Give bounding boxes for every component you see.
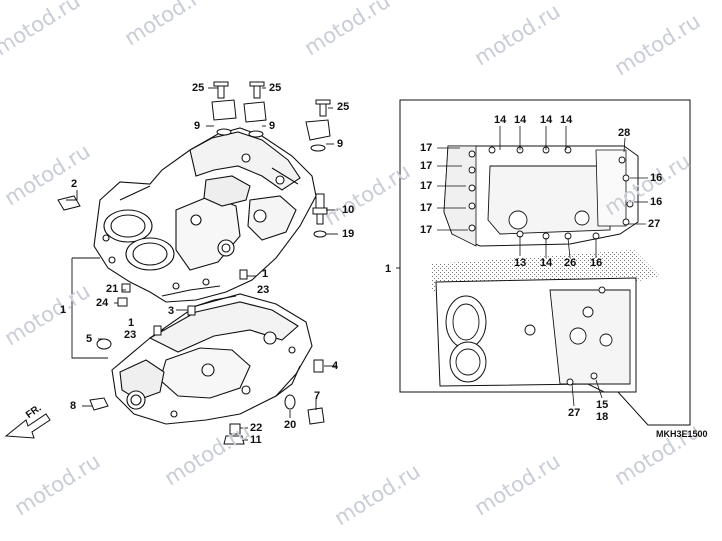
part-label-9: 9 [337,138,344,150]
part-label-16: 16 [590,257,603,269]
part-label-17: 17 [420,224,433,236]
small-parts [57,81,331,445]
part-label-27: 27 [648,218,661,230]
part-label-5: 5 [86,333,93,345]
part-label-25: 25 [337,101,350,113]
diagram-code: MKH3E1500 [656,429,708,439]
part-label-25: 25 [269,82,282,94]
part-label-14: 14 [560,114,573,126]
part-label-3: 3 [168,305,175,317]
part-label-1: 1 [262,268,269,280]
part-label-15: 15 [596,399,609,411]
part-label-27: 27 [568,407,581,419]
part-label-1: 1 [385,263,392,275]
part-label-26: 26 [564,257,577,269]
part-label-23: 23 [257,284,270,296]
part-label-11: 11 [250,434,262,446]
part-label-7: 7 [314,390,321,402]
part-label-17: 17 [420,202,433,214]
part-label-17: 17 [420,180,433,192]
part-label-24: 24 [96,297,109,309]
part-label-22: 22 [250,422,263,434]
leader-lines [66,87,338,441]
part-label-18: 18 [596,411,609,423]
part-label-9: 9 [269,120,276,132]
part-label-20: 20 [284,419,297,431]
upper-crankcase [93,127,317,303]
part-label-17: 17 [420,142,433,154]
part-label-14: 14 [540,114,553,126]
part-label-1: 1 [60,304,67,316]
part-label-14: 14 [514,114,527,126]
front-arrow [4,413,51,439]
part-label-28: 28 [618,127,631,139]
part-label-14: 14 [494,114,507,126]
part-label-1: 1 [128,317,135,329]
part-label-21: 21 [106,283,119,295]
part-label-14: 14 [540,257,553,269]
part-label-10: 10 [342,204,355,216]
part-label-17: 17 [420,160,433,172]
right-view-panel [396,99,691,426]
part-label-16: 16 [650,196,663,208]
part-label-8: 8 [70,400,77,412]
part-label-25: 25 [192,82,205,94]
part-label-13: 13 [514,257,527,269]
part-label-16: 16 [650,172,663,184]
part-label-23: 23 [124,329,137,341]
part-label-4: 4 [332,360,339,372]
part-label-9: 9 [194,120,201,132]
part-label-2: 2 [71,178,78,190]
part-label-19: 19 [342,228,355,240]
lower-crankcase [111,293,313,425]
